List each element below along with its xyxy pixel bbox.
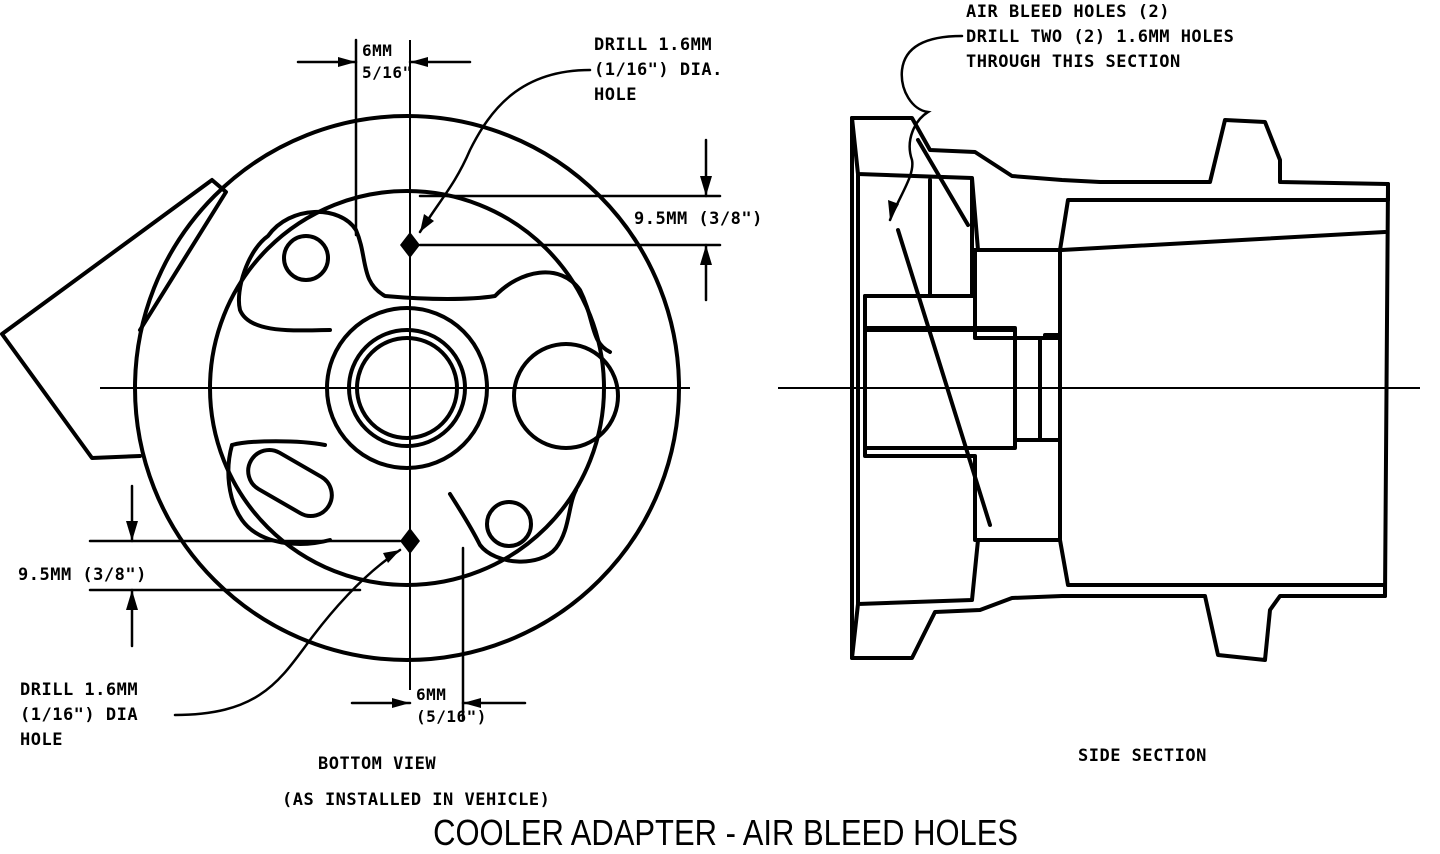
- leader-side-callout: [888, 34, 964, 222]
- dim-bottom-label: 6MM (5/16"): [416, 685, 487, 726]
- bolt-hole-upper: [282, 234, 330, 282]
- side-callout-label: AIR BLEED HOLES (2) DRILL TWO (2) 1.6MM …: [966, 2, 1235, 72]
- drill-hole-upper: [400, 232, 420, 258]
- dim-top-label: 6MM 5/16": [362, 41, 413, 82]
- dim-left-9-5mm: [88, 484, 402, 648]
- bottom-view-subcaption: (AS INSTALLED IN VEHICLE): [282, 790, 551, 810]
- bottom-view: [0, 38, 722, 722]
- bleed-hole-upper: [916, 138, 970, 227]
- dim-top-6mm: [296, 38, 472, 237]
- port-hole-right: [512, 342, 620, 450]
- leader-bottom-callout: [173, 548, 402, 717]
- lower-bore-wall: [863, 438, 1062, 542]
- drill-hole-lower: [400, 528, 420, 554]
- dim-right-9-5mm: [418, 138, 722, 302]
- bottom-view-arm: [0, 178, 228, 460]
- slot-hole: [246, 448, 334, 518]
- dim-right-label: 9.5MM (3/8"): [634, 209, 763, 229]
- dim-left-label: 9.5MM (3/8"): [18, 565, 147, 585]
- bleed-hole-lower: [896, 228, 992, 527]
- drawing-title: COOLER ADAPTER - AIR BLEED HOLES: [433, 812, 1019, 853]
- lower-flange-section: [850, 538, 1387, 662]
- boss-outline: [226, 209, 612, 564]
- upper-bore-wall: [863, 248, 1062, 340]
- callout-bottom-label: DRILL 1.6MM (1/16") DIA HOLE: [20, 680, 139, 750]
- pipe-end: [1383, 182, 1390, 598]
- bolt-hole-lower: [485, 500, 533, 548]
- side-section-caption: SIDE SECTION: [1078, 746, 1207, 766]
- bottom-view-caption: BOTTOM VIEW: [318, 754, 437, 774]
- leader-top-callout: [418, 68, 592, 234]
- upper-flange-section: [850, 116, 1390, 252]
- side-section: [778, 34, 1420, 662]
- callout-top-label: DRILL 1.6MM (1/16") DIA. HOLE: [594, 35, 723, 105]
- dim-bottom-6mm: [350, 546, 527, 722]
- pipe-bore-line: [1060, 230, 1387, 252]
